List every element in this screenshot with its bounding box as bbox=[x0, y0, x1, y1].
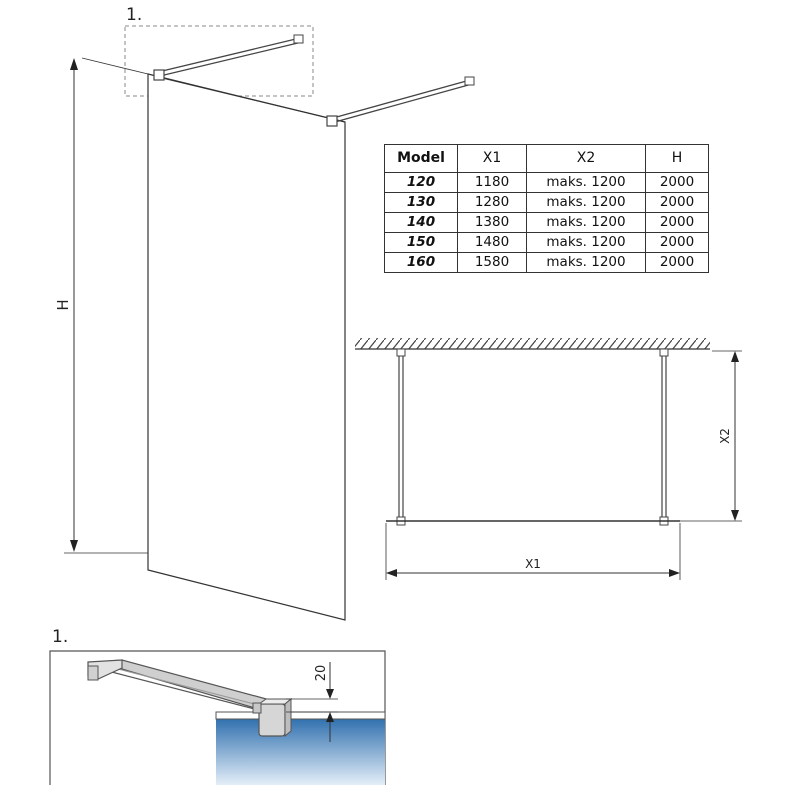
model-spec-table: Model X1 X2 H 120 1180 maks. 1200 2000 1… bbox=[384, 144, 709, 273]
cell-model: 150 bbox=[384, 232, 458, 253]
perspective-view: 1. H bbox=[54, 5, 475, 621]
depth-label: X2 bbox=[718, 428, 732, 444]
cell-h: 2000 bbox=[645, 252, 709, 273]
cell-x1: 1480 bbox=[457, 232, 527, 253]
detail-arm bbox=[87, 659, 272, 713]
detail-view: 1. 20 bbox=[49, 627, 386, 785]
cell-model: 160 bbox=[384, 252, 458, 273]
col-header-x2: X2 bbox=[526, 144, 646, 173]
cell-h: 2000 bbox=[645, 212, 709, 233]
cell-h: 2000 bbox=[645, 232, 709, 253]
cell-x1: 1380 bbox=[457, 212, 527, 233]
col-header-x1: X1 bbox=[457, 144, 527, 173]
cell-model: 140 bbox=[384, 212, 458, 233]
depth-dimension: X2 bbox=[680, 350, 742, 522]
cell-x2: maks. 1200 bbox=[526, 212, 646, 233]
gap-label: 20 bbox=[314, 665, 329, 682]
detail-glass bbox=[216, 718, 385, 785]
gap-dimension: 20 bbox=[286, 662, 338, 742]
cell-h: 2000 bbox=[645, 172, 709, 193]
detail-clamp bbox=[252, 697, 293, 738]
table-row: 160 1580 maks. 1200 2000 bbox=[384, 252, 709, 273]
cell-x1: 1580 bbox=[457, 252, 527, 273]
cell-model: 130 bbox=[384, 192, 458, 213]
height-dimension: H bbox=[54, 57, 149, 554]
support-arm-upper bbox=[153, 34, 304, 81]
cell-x2: maks. 1200 bbox=[526, 232, 646, 253]
cell-h: 2000 bbox=[645, 192, 709, 213]
width-label: X1 bbox=[525, 557, 541, 571]
table-row: 130 1280 maks. 1200 2000 bbox=[384, 192, 709, 213]
cell-x2: maks. 1200 bbox=[526, 172, 646, 193]
width-dimension: X1 bbox=[385, 523, 681, 580]
col-header-model: Model bbox=[384, 144, 458, 173]
support-arm-lower bbox=[326, 76, 475, 127]
table-row: 140 1380 maks. 1200 2000 bbox=[384, 212, 709, 233]
ceiling-hatch bbox=[355, 338, 710, 349]
height-label: H bbox=[54, 299, 72, 310]
glass-edge-line bbox=[161, 77, 346, 123]
cell-x1: 1180 bbox=[457, 172, 527, 193]
cell-x2: maks. 1200 bbox=[526, 192, 646, 213]
plan-view: X2 X1 bbox=[355, 338, 742, 580]
detail-marker-bottom: 1. bbox=[52, 627, 68, 647]
table-row: 150 1480 maks. 1200 2000 bbox=[384, 232, 709, 253]
table-row: 120 1180 maks. 1200 2000 bbox=[384, 172, 709, 193]
table-header-row: Model X1 X2 H bbox=[384, 144, 709, 173]
cell-model: 120 bbox=[384, 172, 458, 193]
cell-x2: maks. 1200 bbox=[526, 252, 646, 273]
cell-x1: 1280 bbox=[457, 192, 527, 213]
detail-marker-top: 1. bbox=[126, 5, 142, 25]
col-header-h: H bbox=[645, 144, 709, 173]
glass-panel bbox=[147, 73, 346, 621]
